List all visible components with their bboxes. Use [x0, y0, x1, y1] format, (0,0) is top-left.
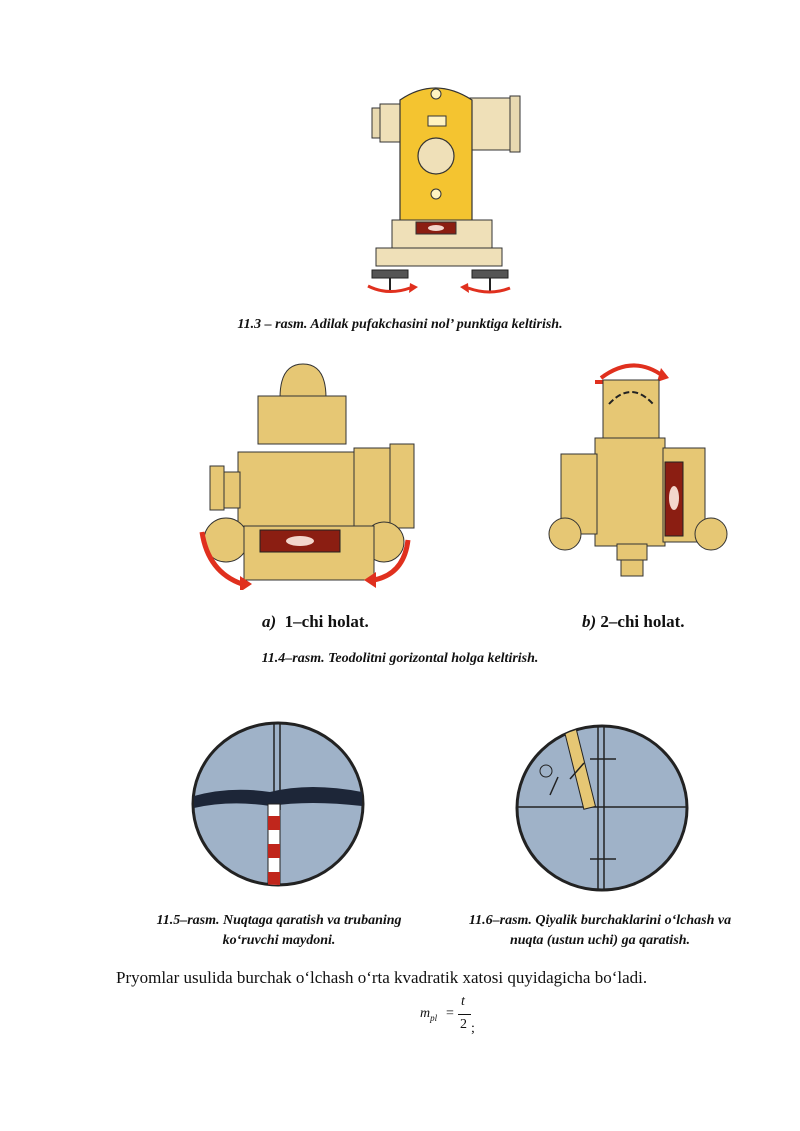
sub-a-letter: a) [262, 612, 277, 631]
figure-11-5-caption: 11.5–rasm. Nuqtaga qaratish va trubaning… [122, 911, 436, 951]
inclination-view-figure [515, 724, 689, 892]
theodolite-position-2-figure [548, 363, 728, 577]
figure-11-3-caption: 11.3 – rasm. Adilak pufakchasini nol’ pu… [237, 317, 563, 332]
body-paragraph: Pryomlar usulida burchak o‘lchash o‘rta … [116, 968, 648, 987]
sub-a-text: 1–chi holat. [284, 612, 369, 631]
figure-11-6-caption: 11.6–rasm. Qiyalik burchaklarini o‘lchas… [440, 911, 760, 951]
telescope-view-figure [191, 721, 365, 887]
figure-11-6-caption-line2: nuqta (ustun uchi) ga qaratish. [509, 933, 691, 948]
figure-11-4a-label: a) 1–chi holat. [262, 612, 369, 632]
formula-denominator: 2 [460, 1017, 467, 1032]
formula-semicolon: ; [471, 1021, 475, 1036]
theodolite-level-figure [367, 87, 521, 294]
formula-equals: = [446, 1006, 454, 1021]
theodolite-position-1-figure [199, 363, 415, 590]
sub-b-text: 2–chi holat. [600, 612, 685, 631]
sub-b-letter: b) [582, 612, 597, 631]
figure-11-6-caption-line1: 11.6–rasm. Qiyalik burchaklarini o‘lchas… [468, 913, 732, 928]
formula-fraction-bar [458, 1014, 471, 1015]
figure-11-4-caption: 11.4–rasm. Teodolitni gorizontal holga k… [261, 651, 539, 666]
formula-lhs: mpl [420, 1006, 438, 1023]
error-formula: mpl = t 2 ; [420, 994, 500, 1050]
figure-11-5-caption-line2: ko‘ruvchi maydoni. [222, 933, 336, 948]
figure-11-4b-label: b) 2–chi holat. [582, 612, 684, 632]
figure-11-5-caption-line1: 11.5–rasm. Nuqtaga qaratish va trubaning [156, 913, 402, 928]
formula-numerator: t [461, 994, 465, 1009]
